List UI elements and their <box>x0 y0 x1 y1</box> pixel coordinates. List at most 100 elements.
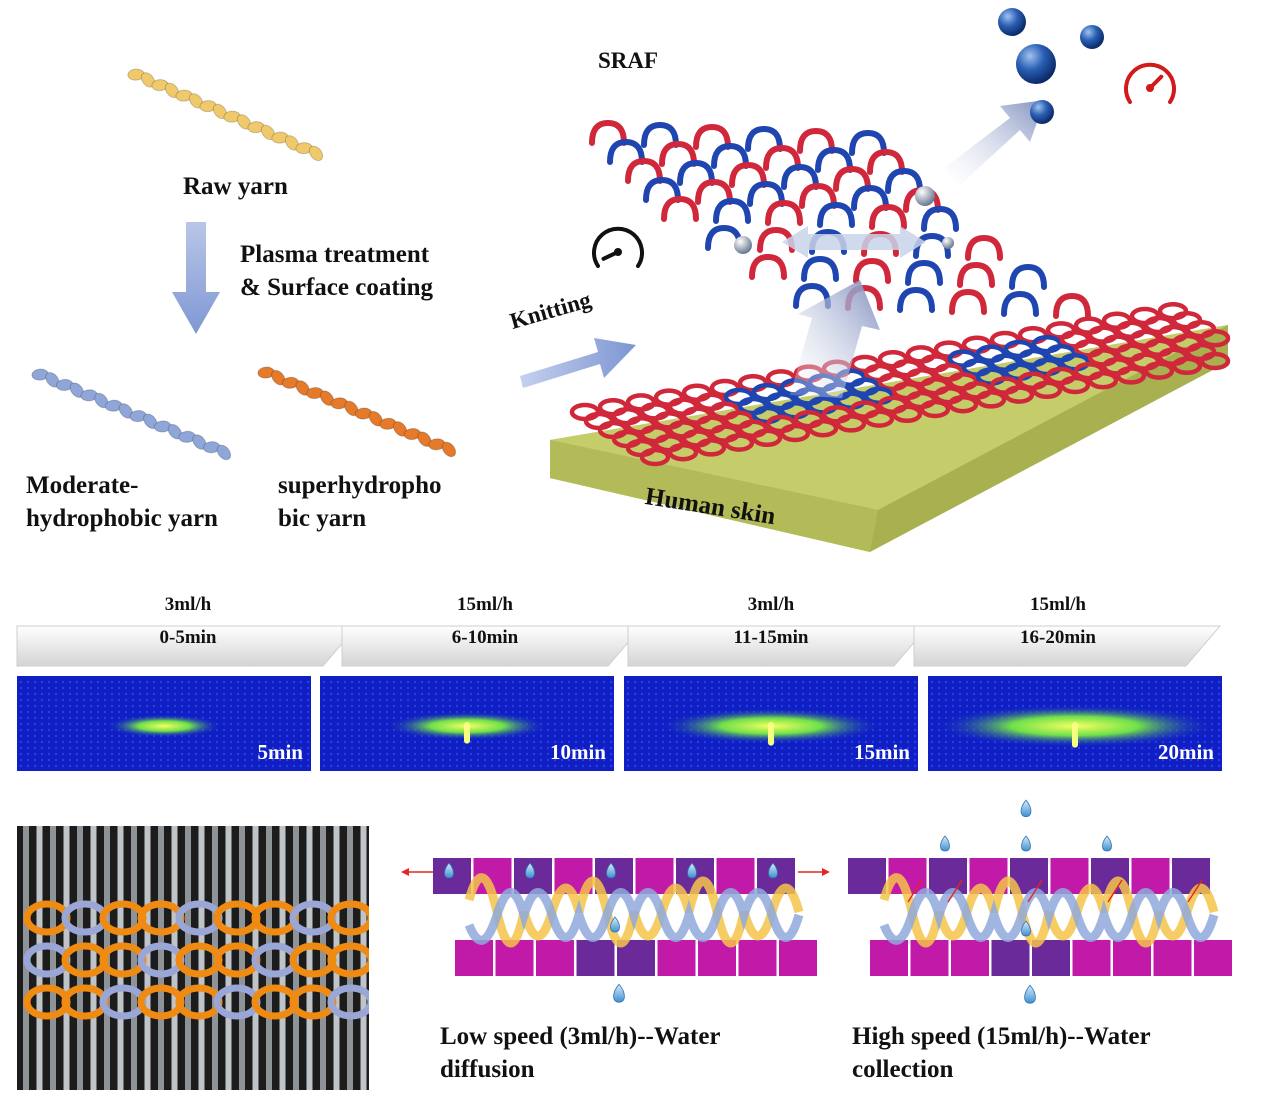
moderate-yarn-label-line2: hydrophobic yarn <box>26 505 218 532</box>
top-block <box>716 858 755 894</box>
bottom-block <box>657 940 696 976</box>
thermal-time-3: 15min <box>853 740 910 764</box>
thermal-pattern <box>930 680 1221 768</box>
thermal-time-2: 10min <box>549 740 606 764</box>
phase-2: 15ml/h 6-10min <box>405 588 565 654</box>
needle-bar <box>50 826 56 1090</box>
slow-speed-gauge-icon <box>592 226 644 268</box>
phase-3-rate: 3ml/h <box>747 594 795 615</box>
heat-spot <box>106 714 222 738</box>
vapor-ball-4 <box>1030 100 1054 124</box>
droplet-small-2 <box>915 186 935 206</box>
bottom-block <box>870 940 908 976</box>
super-yarn-label-line1: superhydropho <box>278 472 442 499</box>
bottom-block <box>1194 940 1232 976</box>
photo-yarn-loop <box>251 900 299 936</box>
thermal-time-4: 20min <box>1157 740 1214 764</box>
needle-bar <box>171 826 178 1090</box>
superhydrophobic-yarn <box>257 366 457 458</box>
low-speed-caption-line1: Low speed (3ml/h)--Water <box>440 1023 721 1050</box>
water-droplet-icon <box>606 862 616 879</box>
high-speed-collection-diagram <box>848 799 1232 1004</box>
left-arrowhead <box>401 868 409 876</box>
phase-1-rate: 3ml/h <box>164 594 212 615</box>
super-yarn-label-line2: bic yarn <box>278 505 367 532</box>
collection-arrow <box>947 879 963 903</box>
photo-yarn-loop <box>327 900 369 936</box>
photo-yarn-loop <box>213 984 261 1020</box>
thermal-spot-3 <box>626 680 917 768</box>
vapor-ball-2 <box>1080 25 1104 49</box>
photo-yarn-loop <box>251 984 299 1020</box>
phase-1-time: 0-5min <box>159 627 217 648</box>
water-droplet-icon <box>613 983 625 1003</box>
needle-bar <box>306 826 313 1090</box>
knitting-arrow <box>520 338 636 388</box>
photo-yarn-loop <box>23 942 71 978</box>
water-droplet-icon <box>610 916 620 933</box>
needle-bar <box>117 826 124 1090</box>
treatment-arrow <box>172 222 220 334</box>
timeline-segment-3 <box>627 625 930 667</box>
high-speed-caption-line2: collection <box>852 1056 954 1083</box>
phase-3-time: 11-15min <box>733 627 809 648</box>
thermal-pattern <box>19 680 310 768</box>
thermal-time-1: 5min <box>257 740 303 764</box>
collection-arrow <box>1107 879 1123 903</box>
needle-bar <box>225 826 232 1090</box>
thermal-image-2: 10min <box>320 676 614 771</box>
needle-bar <box>198 826 205 1090</box>
phase-2-rate: 15ml/h <box>457 594 513 615</box>
water-droplet-icon <box>1021 920 1031 937</box>
needle-bar <box>131 826 137 1090</box>
skin-slab-front <box>550 440 878 552</box>
phase-1: 3ml/h 0-5min <box>108 588 268 654</box>
needle-bar <box>90 826 97 1090</box>
phase-2-time: 6-10min <box>451 627 519 648</box>
bottom-block <box>536 940 574 976</box>
water-droplet-icon <box>525 862 535 879</box>
low-speed-diffusion-diagram <box>401 858 830 1003</box>
moderate-yarn-path <box>879 888 1219 945</box>
photo-yarn-loop <box>61 984 109 1020</box>
needle-bar <box>320 826 326 1090</box>
knitting-machine-photo <box>17 826 369 1090</box>
water-droplet-icon <box>444 862 454 879</box>
vapor-ball-1 <box>998 8 1026 36</box>
heat-stem <box>768 722 774 746</box>
fast-speed-gauge-icon <box>1124 62 1176 104</box>
photo-yarn-loop <box>251 942 299 978</box>
needle-bar <box>36 826 43 1090</box>
upward-flow-arrow <box>790 280 880 398</box>
needle-bar <box>239 826 245 1090</box>
phase-3: 3ml/h 11-15min <box>691 588 851 654</box>
photo-yarn-loop <box>327 984 369 1020</box>
top-fabric-layer <box>589 119 1091 319</box>
thermal-image-1: 5min <box>17 676 311 771</box>
evaporation-arrow <box>944 100 1045 185</box>
droplet-small-3 <box>942 237 954 249</box>
needle-bar <box>279 826 286 1090</box>
thermal-image-4: 20min <box>928 676 1222 771</box>
photo-yarn-loop <box>61 900 109 936</box>
top-block <box>929 858 967 894</box>
needle-bar <box>185 826 191 1090</box>
timeline-segment-1 <box>16 625 359 667</box>
right-arrowhead <box>822 868 830 876</box>
needle-bar <box>77 826 83 1090</box>
bottom-block <box>779 940 817 976</box>
photo-yarn-loop <box>23 900 71 936</box>
bottom-block <box>455 940 493 976</box>
high-speed-caption-line1: High speed (15ml/h)--Water <box>852 1023 1151 1050</box>
photo-yarn-loop <box>23 984 71 1020</box>
collection-arrow <box>907 879 923 903</box>
phase-4-time: 16-20min <box>1020 627 1096 648</box>
low-speed-caption-line2: diffusion <box>440 1056 535 1083</box>
water-droplet-icon <box>1102 835 1112 852</box>
needle-bar <box>360 826 367 1090</box>
thermal-pattern <box>626 680 917 768</box>
water-droplet-icon <box>940 835 950 852</box>
bottom-block <box>576 940 615 976</box>
bottom-block <box>738 940 777 976</box>
bottom-block <box>951 940 989 976</box>
